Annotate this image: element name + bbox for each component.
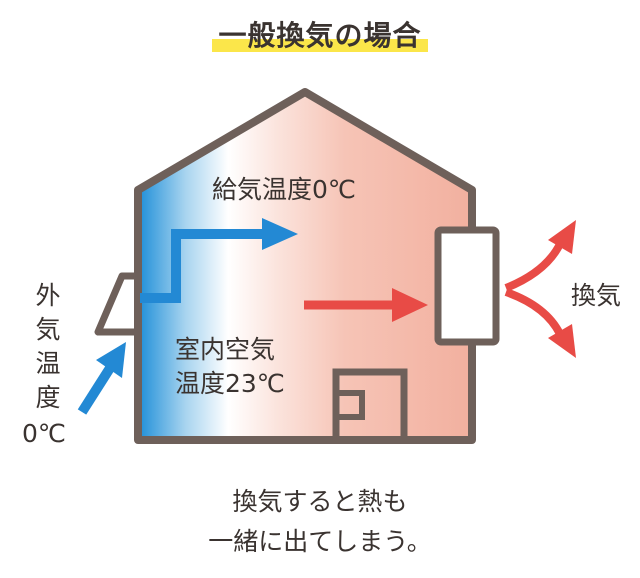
outdoor-temp-char-2: 気 bbox=[35, 315, 60, 344]
intake-hood bbox=[94, 272, 134, 336]
supply-air-arrow bbox=[140, 229, 266, 303]
door-window bbox=[333, 390, 365, 420]
exhaust-arrow-up-head bbox=[548, 220, 576, 254]
caption-line-2: 一緒に出てしまう。 bbox=[208, 527, 432, 556]
indoor-air-label-line1: 室内空気 bbox=[175, 335, 275, 364]
diagram-title: 一般換気の場合 bbox=[212, 14, 428, 54]
exhaust-unit bbox=[434, 226, 500, 346]
indoor-flow-arrowhead bbox=[392, 288, 428, 322]
supply-air-arrowhead bbox=[262, 218, 298, 250]
caption-line-1: 換気すると熱も bbox=[232, 487, 408, 516]
title-wrap: 一般換気の場合 bbox=[0, 14, 640, 54]
exhaust-arrow-up bbox=[504, 242, 564, 292]
indoor-air-label-line2: 温度23℃ bbox=[175, 369, 285, 398]
ventilation-label: 換気 bbox=[571, 281, 621, 310]
exhaust-arrow-down-head bbox=[548, 324, 576, 358]
outdoor-temp-char-1: 外 bbox=[35, 281, 60, 310]
supply-temp-label: 給気温度0℃ bbox=[212, 175, 356, 204]
outdoor-temp-char-3: 温 bbox=[35, 349, 60, 378]
outdoor-temp-char-4: 度 bbox=[35, 383, 60, 412]
outdoor-temp-value: 0℃ bbox=[22, 419, 66, 448]
outdoor-intake-arrowhead bbox=[96, 342, 126, 378]
outdoor-intake-arrow bbox=[77, 365, 115, 415]
caption: 換気すると熱も 一緒に出てしまう。 bbox=[0, 482, 640, 562]
exhaust-arrow-down bbox=[504, 288, 564, 336]
